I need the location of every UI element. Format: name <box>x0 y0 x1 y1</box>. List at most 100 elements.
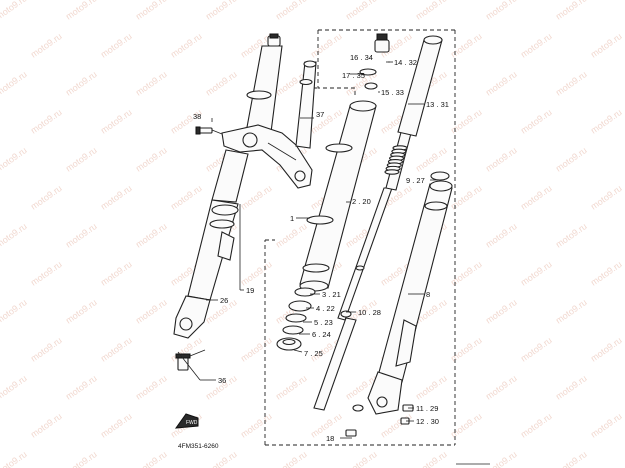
watermark-text: moto9.ru <box>239 411 274 440</box>
callout-2-20: 2 . 20 <box>352 197 371 206</box>
callout-37: 37 <box>316 110 324 119</box>
watermark-text: moto9.ru <box>29 31 64 60</box>
watermark-text: moto9.ru <box>379 411 414 440</box>
watermark-text: moto9.ru <box>414 373 449 402</box>
watermark-text: moto9.ru <box>484 145 519 174</box>
callout-3-21: 3 . 21 <box>322 290 341 299</box>
watermark-text: moto9.ru <box>204 69 239 98</box>
watermark-text: moto9.ru <box>589 411 624 440</box>
callout-1: 1 <box>290 214 294 223</box>
spring-coil <box>384 169 400 175</box>
watermark-text: moto9.ru <box>554 69 589 98</box>
watermark-text: moto9.ru <box>134 145 169 174</box>
watermark-text: moto9.ru <box>484 69 519 98</box>
watermark-text: moto9.ru <box>239 183 274 212</box>
callout-10-28: 10 . 28 <box>358 308 381 317</box>
watermark-text: moto9.ru <box>414 145 449 174</box>
watermark-text: moto9.ru <box>64 297 99 326</box>
watermark-text: moto9.ru <box>449 335 484 364</box>
watermark-text: moto9.ru <box>169 31 204 60</box>
watermark-text: moto9.ru <box>589 259 624 288</box>
watermark-text: moto9.ru <box>589 31 624 60</box>
watermark-text: moto9.ru <box>309 31 344 60</box>
watermark-text: moto9.ru <box>344 449 379 468</box>
callout-18: 18 <box>326 434 334 443</box>
watermark-text: moto9.ru <box>134 449 169 468</box>
watermark-text: moto9.ru <box>99 183 134 212</box>
callout-6-24: 6 . 24 <box>312 330 331 339</box>
watermark-text: moto9.ru <box>64 69 99 98</box>
watermark-text: moto9.ru <box>554 373 589 402</box>
watermark-text: moto9.ru <box>519 183 554 212</box>
watermark-text: moto9.ru <box>99 259 134 288</box>
watermark-text: moto9.ru <box>309 107 344 136</box>
watermark-text: moto9.ru <box>134 297 169 326</box>
callout-15-33: 15 . 33 <box>381 88 404 97</box>
watermark-text: moto9.ru <box>99 411 134 440</box>
watermark-text: moto9.ru <box>519 259 554 288</box>
watermark-text: moto9.ru <box>239 259 274 288</box>
callout-26: 26 <box>220 296 228 305</box>
forward-label: FWD <box>186 420 198 426</box>
callout-11-29: 11 . 29 <box>416 404 438 413</box>
outer-tube-8 <box>367 35 453 415</box>
watermark-text: moto9.ru <box>589 107 624 136</box>
callout-17-35: 17 . 35 <box>342 71 365 80</box>
watermark-text: moto9.ru <box>64 449 99 468</box>
watermark-text: moto9.ru <box>64 221 99 250</box>
watermark-text: moto9.ru <box>64 0 99 22</box>
watermark-text: moto9.ru <box>64 145 99 174</box>
callout-19: 19 <box>246 286 254 295</box>
watermark-text: moto9.ru <box>589 335 624 364</box>
callout-8: 8 <box>426 290 430 299</box>
watermark-text: moto9.ru <box>134 221 169 250</box>
watermark-text: moto9.ru <box>29 107 64 136</box>
watermark-text: moto9.ru <box>484 221 519 250</box>
watermark-text: moto9.ru <box>134 69 169 98</box>
watermark-text: moto9.ru <box>449 411 484 440</box>
watermark-text: moto9.ru <box>484 373 519 402</box>
watermark-text: moto9.ru <box>134 373 169 402</box>
seal-stack <box>276 287 316 351</box>
watermark-text: moto9.ru <box>519 335 554 364</box>
callout-14-32: 14 . 32 <box>394 58 417 67</box>
watermark-text: moto9.ru <box>0 221 29 250</box>
callout-5-23: 5 . 23 <box>314 318 333 327</box>
callout-labels: 16 . 34 17 . 35 14 . 32 15 . 33 13 . 31 … <box>193 53 449 443</box>
watermark-text: moto9.ru <box>449 183 484 212</box>
watermark-text: moto9.ru <box>29 411 64 440</box>
diagram-code: 4FM351-6260 <box>178 443 219 450</box>
watermark-text: moto9.ru <box>239 335 274 364</box>
watermark-text: moto9.ru <box>484 297 519 326</box>
callout-16-34: 16 . 34 <box>350 53 373 62</box>
watermark-text: moto9.ru <box>64 373 99 402</box>
dashed-assembly-box <box>264 29 456 446</box>
assembled-fork-leg <box>173 33 317 339</box>
watermark-text: moto9.ru <box>554 145 589 174</box>
watermark-text: moto9.ru <box>99 107 134 136</box>
watermark-text: moto9.ru <box>344 0 379 22</box>
watermark-text: moto9.ru <box>169 183 204 212</box>
callout-4-22: 4 . 22 <box>316 304 335 313</box>
watermark-text: moto9.ru <box>29 335 64 364</box>
callout-36: 36 <box>218 376 226 385</box>
bolt-38 <box>195 126 223 135</box>
watermark-text: moto9.ru <box>554 449 589 468</box>
watermark-text: moto9.ru <box>29 183 64 212</box>
watermark-text: moto9.ru <box>484 0 519 22</box>
watermark-text: moto9.ru <box>134 0 169 22</box>
forward-arrow-icon: FWD <box>174 413 199 429</box>
watermark-text: moto9.ru <box>449 107 484 136</box>
callout-13-31: 13 . 31 <box>426 100 449 109</box>
watermark-text: moto9.ru <box>274 373 309 402</box>
watermark-text: moto9.ru <box>204 0 239 22</box>
watermark-text: moto9.ru <box>414 0 449 22</box>
watermark-text: moto9.ru <box>554 0 589 22</box>
callout-7-25: 7 . 25 <box>304 349 323 358</box>
watermark-text: moto9.ru <box>99 31 134 60</box>
watermark-text: moto9.ru <box>0 69 29 98</box>
watermark-text: moto9.ru <box>519 31 554 60</box>
watermark-text: moto9.ru <box>274 0 309 22</box>
watermark-text: moto9.ru <box>0 145 29 174</box>
fork-cap <box>359 33 390 90</box>
